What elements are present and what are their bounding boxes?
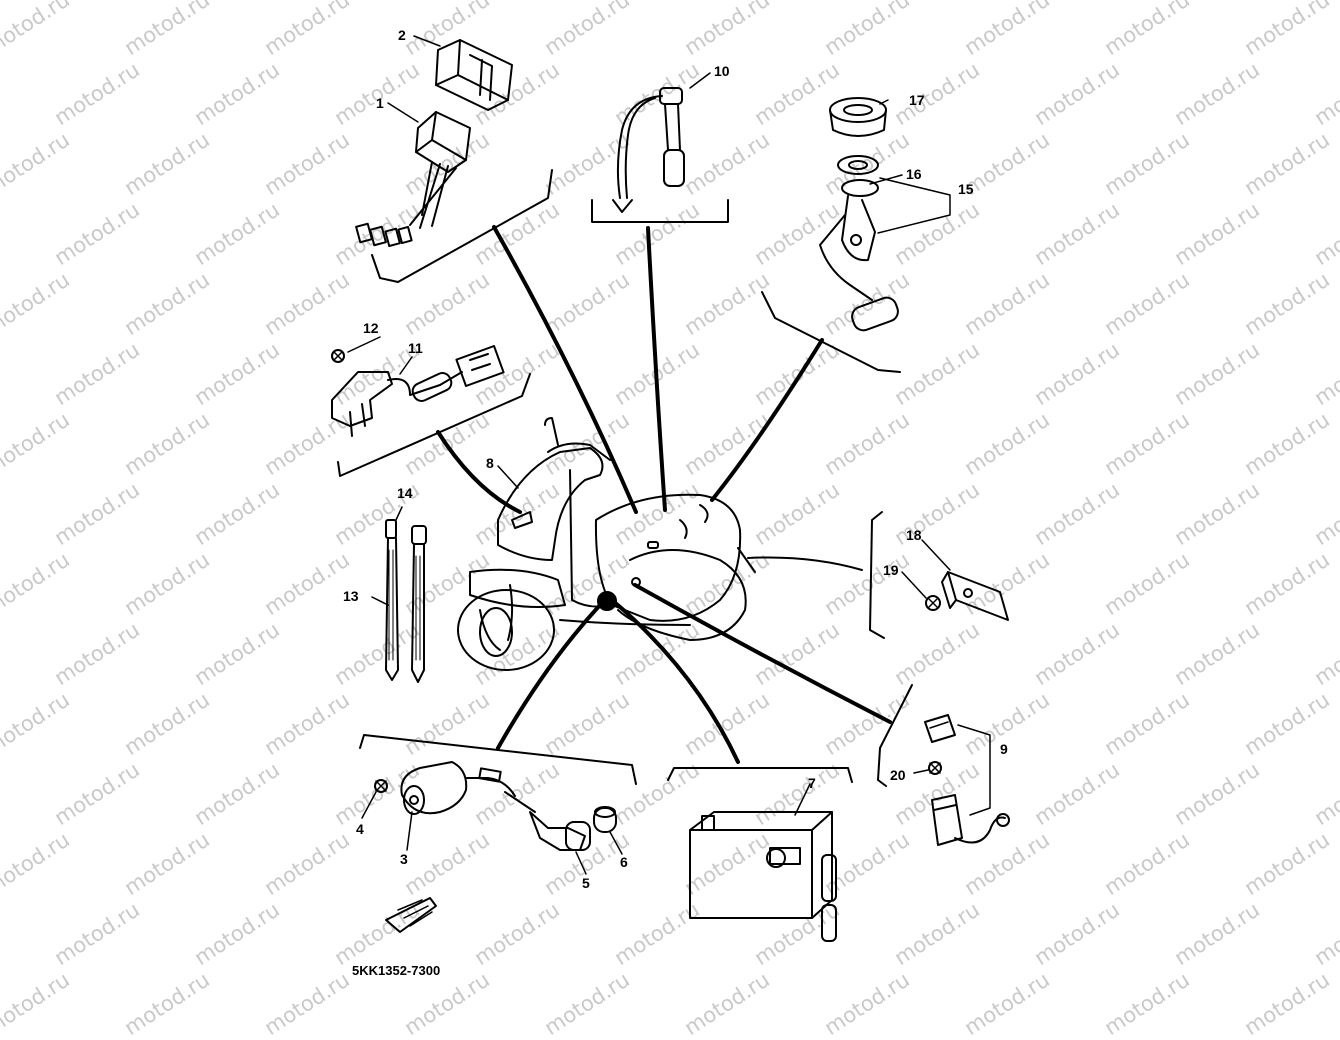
battery-7-icon (689, 811, 837, 942)
bracket-fuse-holder (337, 373, 531, 477)
callout-1: 1 (376, 95, 384, 111)
callout-10: 10 (714, 63, 730, 79)
fuel-sender-15-icon (819, 155, 899, 332)
callout-9: 9 (1000, 741, 1008, 757)
callout-11: 11 (408, 340, 423, 356)
bolt-20-icon (928, 761, 942, 775)
bracket-fuel-gauge (761, 291, 901, 373)
bracket-battery (667, 767, 853, 783)
callout-19: 19 (883, 562, 899, 578)
callout-2: 2 (398, 27, 406, 43)
callout-17: 17 (909, 92, 925, 108)
callout-6: 6 (620, 854, 628, 870)
ignition-coil-3-icon (400, 761, 536, 815)
callout-18: 18 (906, 527, 922, 543)
relay-1-icon (355, 111, 471, 248)
bracket-ignition-coil (359, 734, 637, 785)
sensor-10-icon (612, 87, 685, 213)
cap-17-icon (829, 97, 887, 137)
callout-3: 3 (400, 851, 408, 867)
diagram-code: 5KK1352-7300 (352, 963, 440, 978)
callout-16: 16 (906, 166, 922, 182)
bracket-sensor (591, 199, 729, 223)
reflector-18-icon (941, 571, 1009, 621)
screw-4-icon (374, 779, 388, 793)
nut-19-icon (925, 595, 941, 611)
callout-14: 14 (397, 485, 413, 501)
bracket-relays (371, 169, 553, 283)
diagram-drawing: 2 1 10 17 16 15 12 11 8 14 13 18 19 4 3 … (331, 27, 1010, 978)
cap-6-icon (593, 806, 617, 833)
plug-cap-5-icon (529, 811, 591, 851)
callout-12: 12 (363, 320, 379, 336)
cable-tie-14-icon (411, 525, 427, 683)
bracket-reflector (869, 511, 885, 639)
callout-15: 15 (958, 181, 974, 197)
callout-20: 20 (890, 767, 906, 783)
callout-5: 5 (582, 875, 590, 891)
callout-7: 7 (808, 775, 816, 791)
relay-2-icon (435, 39, 513, 111)
scooter-icon (457, 417, 756, 671)
cable-tie-13-icon (385, 519, 399, 681)
callout-8: 8 (486, 455, 494, 471)
connector-leaders (436, 225, 892, 764)
callout-9-bracket (957, 724, 991, 816)
callout-leaders (347, 35, 951, 875)
callout-15-bracket (877, 177, 951, 234)
callout-4: 4 (356, 821, 364, 837)
front-arrow-icon (385, 897, 437, 933)
reflector-leader (747, 556, 863, 571)
callout-13: 13 (343, 588, 359, 604)
regulator-9-icon (924, 714, 1010, 846)
fuse-holder-11-icon (331, 345, 505, 437)
bracket-regulator (877, 684, 913, 787)
